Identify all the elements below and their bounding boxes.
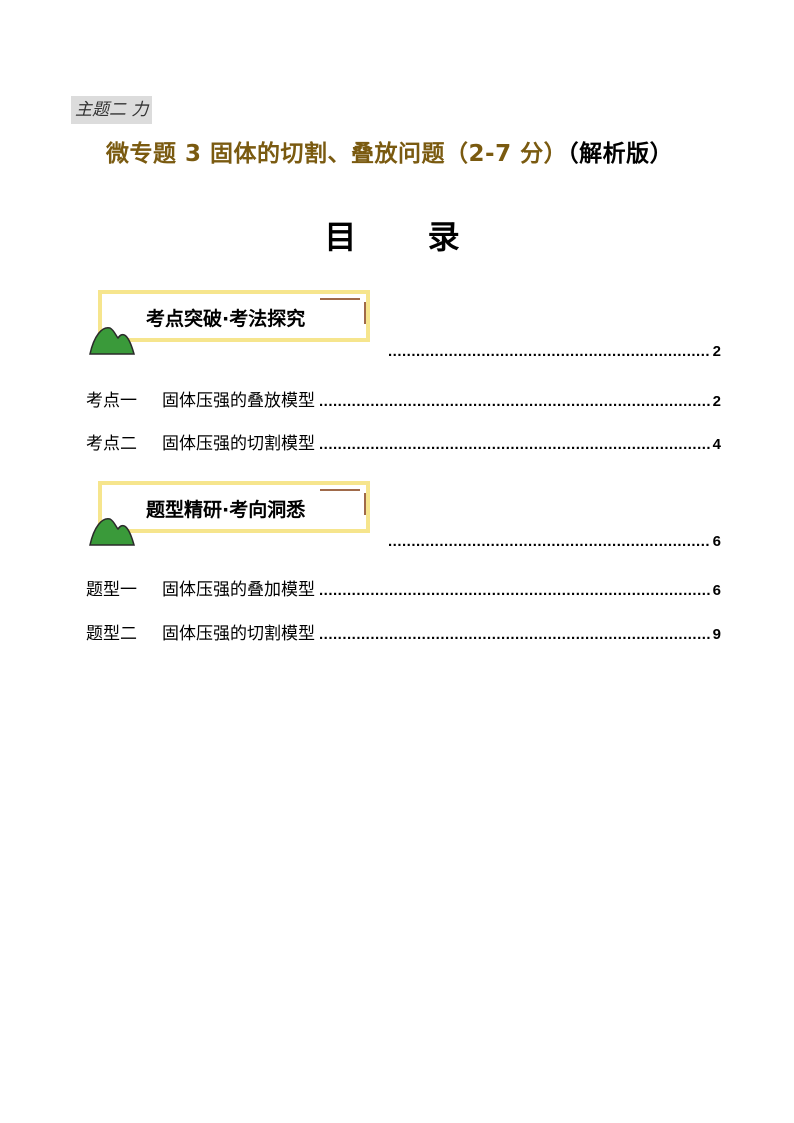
banner-corner-decoration [320,489,360,491]
banner-label: 考点突破·考法探究 [146,308,306,330]
toc-section-row[interactable]: ........................................… [388,533,721,555]
banner-corner-decoration [364,302,366,324]
toc-item[interactable]: 题型一 固体压强的叠加模型 ..........................… [86,575,721,600]
toc-item-name: 固体压强的叠放模型 [162,391,315,411]
dot-leader: ........................................… [319,626,711,643]
document-title: 微专题 3 固体的切割、叠放问题（2-7 分）（解析版） [106,134,673,168]
mountain-icon [89,518,135,546]
toc-item-name: 固体压强的叠加模型 [162,580,315,600]
toc-heading: 目 录 [324,218,490,256]
title-main: 微专题 3 固体的切割、叠放问题（2-7 分） [106,141,568,167]
page-number: 2 [712,343,721,360]
dot-leader: ........................................… [388,533,711,550]
page-number: 4 [712,436,721,453]
toc-item-number: 考点一 [86,391,137,411]
toc-item[interactable]: 题型二 固体压强的切割模型 ..........................… [86,619,721,644]
dot-leader: ........................................… [319,436,711,453]
toc-item-number: 题型一 [86,580,137,600]
toc-item[interactable]: 考点二 固体压强的切割模型 ..........................… [86,429,721,454]
banner-corner-decoration [320,298,360,300]
page-number: 6 [712,582,721,599]
toc-item[interactable]: 考点一 固体压强的叠放模型 ..........................… [86,386,721,411]
toc-item-number: 题型二 [86,624,137,644]
page-number: 2 [712,393,721,410]
title-suffix: （解析版） [567,141,674,167]
banner-corner-decoration [364,493,366,515]
page-number: 9 [712,626,721,643]
dot-leader: ........................................… [319,582,711,599]
toc-section-row[interactable]: ........................................… [388,343,721,365]
toc-item-number: 考点二 [86,434,137,454]
section-banner-1: 考点突破·考法探究 [88,290,388,355]
page-number: 6 [712,533,721,550]
section-banner-2: 题型精研·考向洞悉 [88,481,388,546]
toc-item-name: 固体压强的切割模型 [162,624,315,644]
dot-leader: ........................................… [319,393,711,410]
toc-item-name: 固体压强的切割模型 [162,434,315,454]
banner-label: 题型精研·考向洞悉 [146,499,306,521]
mountain-icon [89,327,135,355]
topic-tag: 主题二 力 [71,96,153,124]
dot-leader: ........................................… [388,343,711,360]
